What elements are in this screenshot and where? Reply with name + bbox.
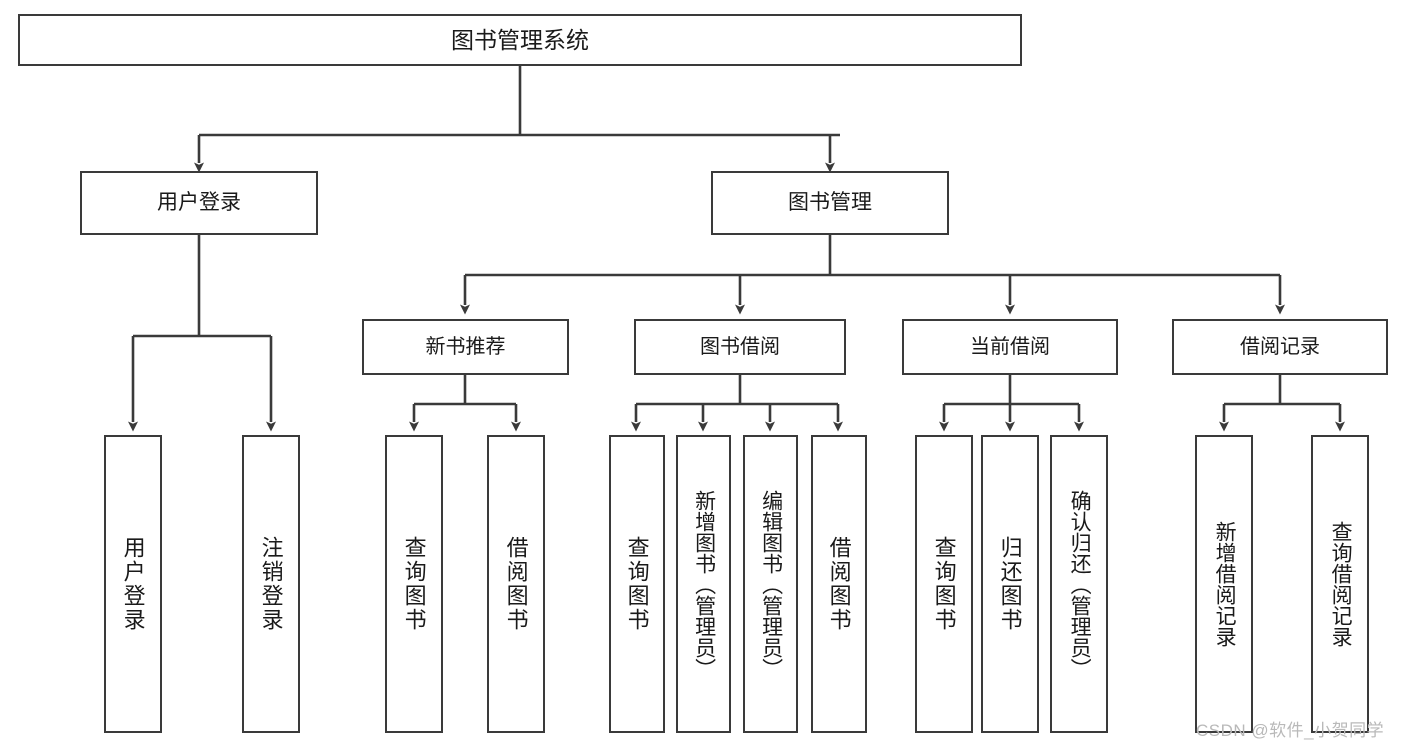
leaf-query-book-current[interactable]: 查询图书 xyxy=(915,435,973,733)
leaf-query-book-borrow[interactable]: 查询图书 xyxy=(609,435,665,733)
node-label: 借阅记录 xyxy=(1240,335,1320,358)
node-label: 借阅图书 xyxy=(826,536,852,632)
node-label: 图书管理系统 xyxy=(451,26,589,53)
node-label: 用户登录 xyxy=(157,190,241,214)
leaf-return-book[interactable]: 归还图书 xyxy=(981,435,1039,733)
node-user-login[interactable]: 用户登录 xyxy=(80,171,318,235)
leaf-add-book-admin[interactable]: 新增图书（管理员） xyxy=(676,435,731,733)
leaf-user-logout[interactable]: 注销登录 xyxy=(242,435,300,733)
node-new-book-recommend[interactable]: 新书推荐 xyxy=(362,319,569,375)
node-label: 注销登录 xyxy=(258,536,284,632)
node-label: 新增借阅记录 xyxy=(1213,521,1237,647)
leaf-confirm-return-admin[interactable]: 确认归还（管理员） xyxy=(1050,435,1108,733)
node-label: 确认归还（管理员） xyxy=(1068,489,1092,679)
leaf-borrow-book[interactable]: 借阅图书 xyxy=(811,435,867,733)
node-label: 图书管理 xyxy=(788,190,872,214)
leaf-query-borrow-record[interactable]: 查询借阅记录 xyxy=(1311,435,1369,733)
node-label: 用户登录 xyxy=(120,536,146,632)
node-label: 查询借阅记录 xyxy=(1329,521,1353,647)
leaf-edit-book-admin[interactable]: 编辑图书（管理员） xyxy=(743,435,798,733)
node-current-borrow[interactable]: 当前借阅 xyxy=(902,319,1118,375)
node-label: 新书推荐 xyxy=(425,335,506,358)
node-book-management[interactable]: 图书管理 xyxy=(711,171,949,235)
leaf-borrow-book-recommend[interactable]: 借阅图书 xyxy=(487,435,545,733)
leaf-user-login[interactable]: 用户登录 xyxy=(104,435,162,733)
node-label: 查询图书 xyxy=(931,536,957,632)
node-label: 借阅图书 xyxy=(503,536,529,632)
node-root-system[interactable]: 图书管理系统 xyxy=(18,14,1022,66)
node-label: 归还图书 xyxy=(997,536,1023,632)
node-label: 图书借阅 xyxy=(700,335,780,358)
node-label: 查询图书 xyxy=(624,536,650,632)
csdn-watermark: CSDN @软件_小贺同学 xyxy=(1196,721,1385,740)
leaf-query-book-recommend[interactable]: 查询图书 xyxy=(385,435,443,733)
leaf-add-borrow-record[interactable]: 新增借阅记录 xyxy=(1195,435,1253,733)
node-borrow-records[interactable]: 借阅记录 xyxy=(1172,319,1388,375)
node-label: 编辑图书（管理员） xyxy=(759,489,783,679)
node-book-borrow[interactable]: 图书借阅 xyxy=(634,319,846,375)
node-label: 查询图书 xyxy=(401,536,427,632)
node-label: 当前借阅 xyxy=(970,335,1050,358)
node-label: 新增图书（管理员） xyxy=(692,489,716,679)
